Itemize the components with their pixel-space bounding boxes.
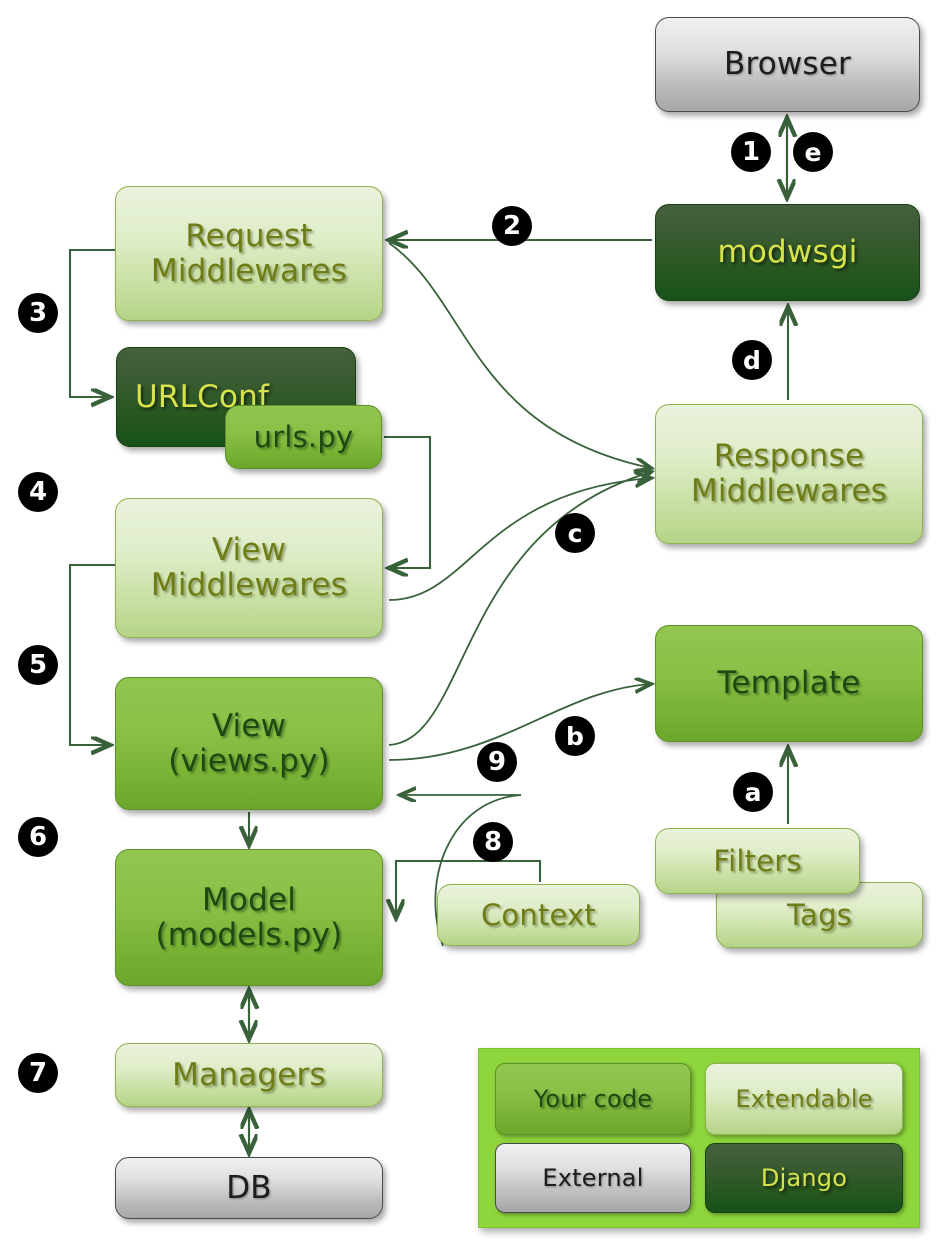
node-context[interactable]: Context xyxy=(437,884,640,946)
node-request-middlewares[interactable]: Request Middlewares xyxy=(115,186,383,321)
badge-2-label: 2 xyxy=(502,211,522,241)
badge-a-label: a xyxy=(744,777,762,807)
badge-4-label: 4 xyxy=(28,477,48,507)
legend-item-external[interactable]: External xyxy=(495,1143,691,1213)
badge-c: c xyxy=(555,513,595,553)
badge-1-label: 1 xyxy=(741,137,761,167)
legend-item-external-label: External xyxy=(542,1163,644,1192)
badge-d-label: d xyxy=(743,345,761,375)
node-view-middlewares[interactable]: View Middlewares xyxy=(115,498,383,638)
wire-view-respmw xyxy=(388,472,651,746)
badge-8: 8 xyxy=(473,822,513,862)
node-db[interactable]: DB xyxy=(115,1157,383,1219)
node-view-middlewares-label: View Middlewares xyxy=(150,532,348,603)
badge-6: 6 xyxy=(18,817,58,857)
node-filters-label: Filters xyxy=(713,843,802,878)
node-urls-py-label: urls.py xyxy=(253,419,354,454)
node-modwsgi[interactable]: modwsgi xyxy=(655,204,920,301)
badge-1: 1 xyxy=(731,132,771,172)
wire-context-view xyxy=(400,795,522,947)
badge-d: d xyxy=(732,340,772,380)
badge-7: 7 xyxy=(18,1053,58,1093)
node-managers[interactable]: Managers xyxy=(115,1043,383,1107)
node-context-label: Context xyxy=(480,897,596,932)
node-response-middlewares-label: Response Middlewares xyxy=(690,438,888,509)
legend-item-your-code[interactable]: Your code xyxy=(495,1063,691,1135)
wire-context-model xyxy=(396,859,542,918)
node-request-middlewares-label: Request Middlewares xyxy=(150,217,348,289)
node-view-label: View (views.py) xyxy=(168,707,330,779)
badge-6-label: 6 xyxy=(28,822,48,852)
legend-item-django[interactable]: Django xyxy=(705,1143,903,1213)
badge-e: e xyxy=(793,132,833,172)
badge-5: 5 xyxy=(18,645,58,685)
badge-e-label: e xyxy=(804,137,822,167)
badge-9: 9 xyxy=(477,742,517,782)
badge-c-label: c xyxy=(567,518,583,548)
node-view[interactable]: View (views.py) xyxy=(115,677,383,810)
node-response-middlewares[interactable]: Response Middlewares xyxy=(655,404,923,544)
badge-3: 3 xyxy=(18,293,58,333)
badge-2: 2 xyxy=(492,206,532,246)
wire-urlspy-viewmw xyxy=(384,435,432,568)
wire-reqmw-respmw xyxy=(388,242,651,468)
node-model-label: Model (models.py) xyxy=(155,881,343,953)
badge-8-label: 8 xyxy=(483,827,503,857)
legend-item-django-label: Django xyxy=(760,1163,848,1192)
badge-b: b xyxy=(555,716,595,756)
node-template[interactable]: Template xyxy=(655,625,923,742)
node-modwsgi-label: modwsgi xyxy=(717,234,858,271)
badge-9-label: 9 xyxy=(487,747,507,777)
node-browser[interactable]: Browser xyxy=(655,17,920,112)
legend-item-extendable-label: Extendable xyxy=(735,1084,873,1113)
badge-5-label: 5 xyxy=(28,650,48,680)
node-managers-label: Managers xyxy=(172,1056,326,1093)
node-db-label: DB xyxy=(226,1169,272,1206)
wire-view-template xyxy=(388,684,651,761)
node-filters[interactable]: Filters xyxy=(655,828,860,894)
legend-panel: Your code Extendable External Django xyxy=(478,1048,920,1228)
badge-7-label: 7 xyxy=(28,1058,48,1088)
badge-b-label: b xyxy=(566,721,584,751)
badge-a: a xyxy=(733,772,773,812)
node-template-label: Template xyxy=(717,665,861,702)
node-urls-py[interactable]: urls.py xyxy=(225,405,382,469)
wire-reqmw-urlconf xyxy=(68,248,115,397)
badge-3-label: 3 xyxy=(28,298,48,328)
node-browser-label: Browser xyxy=(723,46,852,83)
legend-item-extendable[interactable]: Extendable xyxy=(705,1063,903,1135)
legend-item-your-code-label: Your code xyxy=(533,1084,653,1113)
badge-4: 4 xyxy=(18,472,58,512)
node-tags-label: Tags xyxy=(786,897,852,932)
node-model[interactable]: Model (models.py) xyxy=(115,849,383,986)
wire-viewmw-view xyxy=(68,563,115,745)
wire-viewmw-respmw xyxy=(388,478,651,601)
